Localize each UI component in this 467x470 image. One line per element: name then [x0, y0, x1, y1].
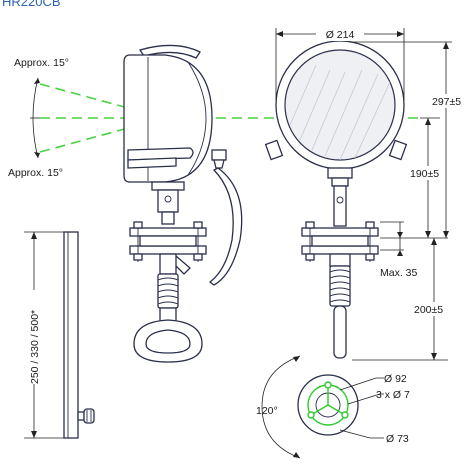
beam-angle-indicator: Approx. 15° Approx. 15°	[8, 57, 69, 179]
angle-top-label: Approx. 15°	[14, 57, 69, 69]
total-height-label: 297±5	[432, 96, 461, 108]
max-offset-label: Max. 35	[380, 267, 418, 279]
bolt-circle-label: Ø 92	[384, 373, 407, 385]
dimension-lines: Ø 214 297±5 190±5 Max. 35 200±5	[275, 27, 467, 361]
lamp-side-view	[123, 44, 243, 363]
inner-diameter-label: Ø 73	[386, 433, 409, 445]
lamp-front-view	[264, 39, 408, 359]
rod-length-label: 250 / 330 / 500*	[29, 310, 41, 384]
center-height-label: 190±5	[410, 168, 439, 180]
rod-length-dimension: 250 / 330 / 500*	[24, 231, 64, 439]
lower-height-label: 200±5	[414, 304, 443, 316]
model-title: HR220CB	[2, 0, 61, 9]
angle-bottom-label: Approx. 15°	[8, 167, 63, 179]
diameter-label: Ø 214	[326, 29, 355, 41]
beam-lines	[39, 83, 420, 153]
hole-angle-label: 120°	[256, 405, 278, 417]
holes-label: 3 x Ø 7	[376, 389, 410, 401]
mounting-rod	[63, 231, 95, 439]
flange-detail: 120° Ø 92 3 x Ø 7 Ø 73	[256, 355, 410, 459]
